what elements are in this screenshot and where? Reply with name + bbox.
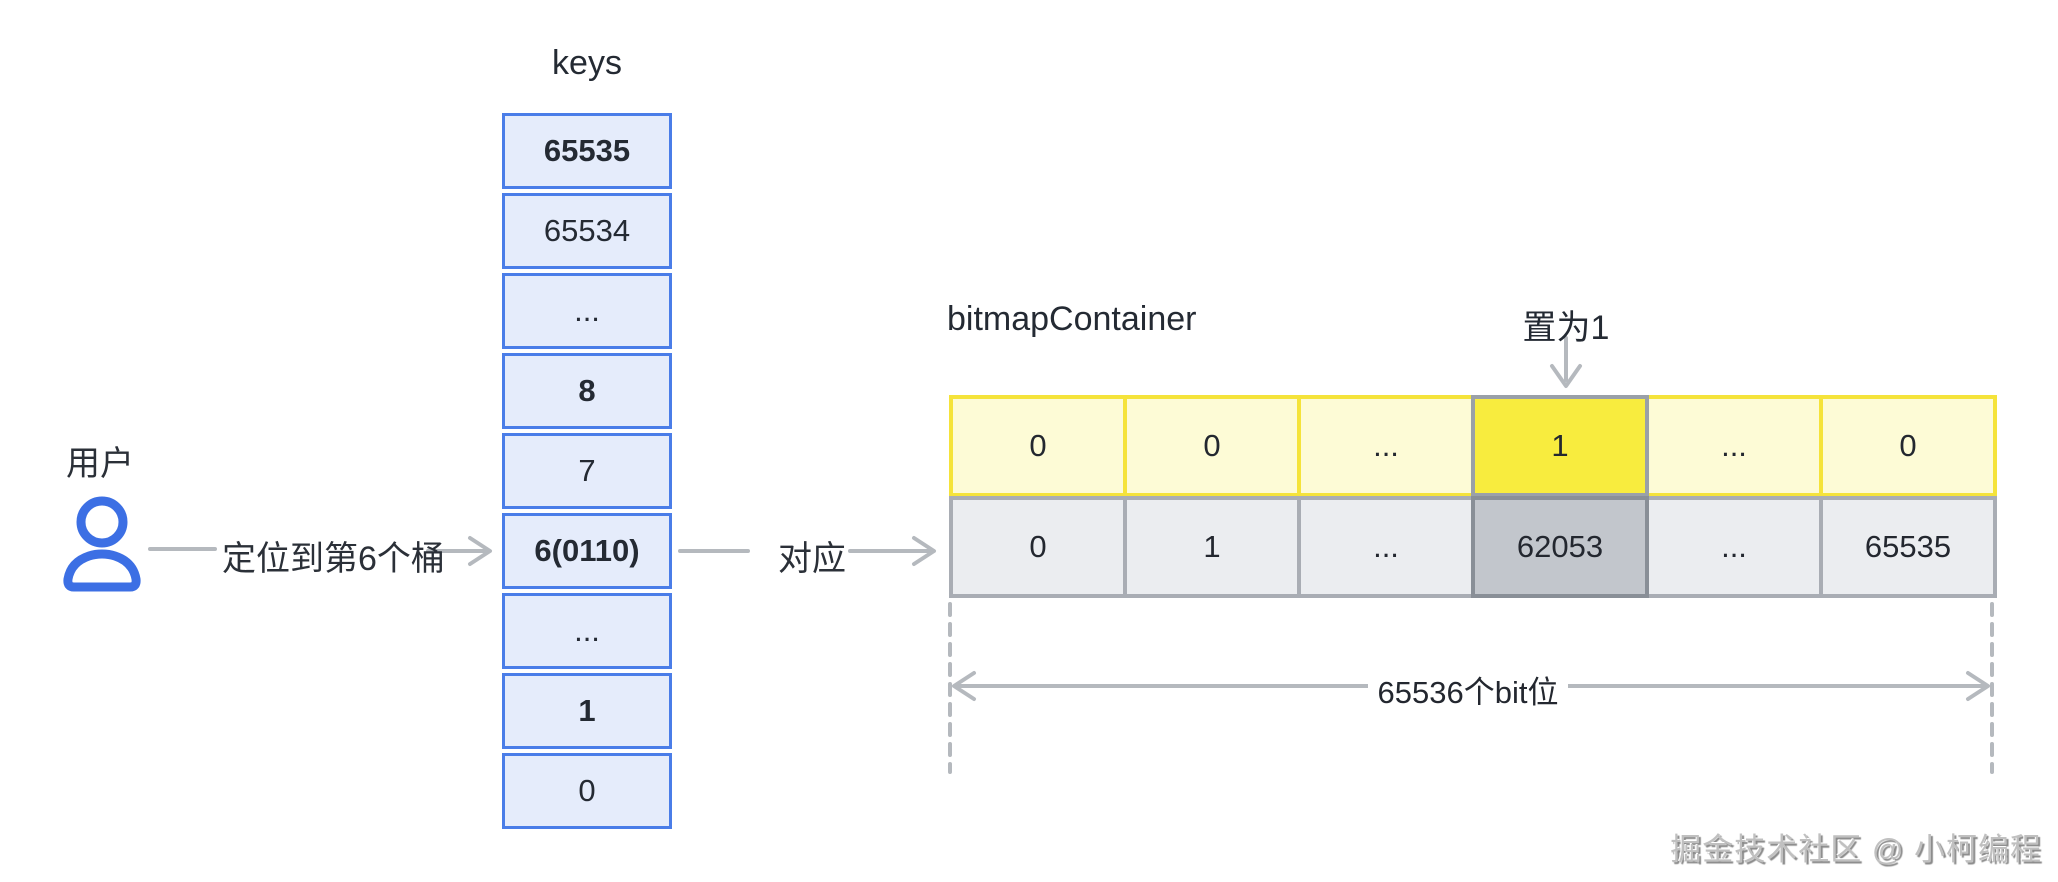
bit-width-label: 65536个bit位 <box>1368 667 1568 712</box>
bit-value-row: 0 0 ... 1 ... 0 <box>949 395 1997 497</box>
keys-cell: 65535 <box>502 113 672 189</box>
bit-index-row: 0 1 ... 62053 ... 65535 <box>949 496 1997 598</box>
keys-cell: 1 <box>502 673 672 749</box>
index-cell-ellipsis: ... <box>1645 496 1823 598</box>
bit-cell: 0 <box>1819 395 1997 497</box>
index-cell: 1 <box>1123 496 1301 598</box>
bit-cell-ellipsis: ... <box>1645 395 1823 497</box>
user-label: 用户 <box>66 445 134 483</box>
set-to-1-label: 置为1 <box>1522 309 1610 347</box>
user-icon-head <box>76 496 128 548</box>
keys-cell: 0 <box>502 753 672 829</box>
keys-cell-ellipsis: ... <box>502 273 672 349</box>
user-icon <box>63 496 141 592</box>
dimension-head-right <box>1966 671 1990 701</box>
watermark: 掘金技术社区 @ 小柯编程 <box>1670 832 2042 867</box>
map-label: 对应 <box>778 540 846 578</box>
user-icon-body <box>63 549 141 592</box>
keys-cell: 7 <box>502 433 672 509</box>
bit-cell-highlighted: 1 <box>1471 395 1649 497</box>
keys-cell: 8 <box>502 353 672 429</box>
bit-cell: 0 <box>949 395 1127 497</box>
map-arrow-head <box>912 536 936 566</box>
bitmap-container-title: bitmapContainer <box>947 300 1197 338</box>
locate-bucket-label: 定位到第6个桶 <box>222 540 445 578</box>
keys-cell-selected-bucket: 6(0110) <box>502 513 672 589</box>
index-cell: 65535 <box>1819 496 1997 598</box>
index-cell-ellipsis: ... <box>1297 496 1475 598</box>
set1-arrow-head <box>1550 364 1582 388</box>
keys-column: 65535 65534 ... 8 7 6(0110) ... 1 0 <box>502 113 672 833</box>
keys-cell-ellipsis: ... <box>502 593 672 669</box>
index-cell: 0 <box>949 496 1127 598</box>
locate-arrow-head <box>468 536 492 566</box>
keys-cell: 65534 <box>502 193 672 269</box>
bit-cell: 0 <box>1123 395 1301 497</box>
bitmap-table: 0 0 ... 1 ... 0 0 1 ... 62053 ... 65535 <box>949 395 1997 598</box>
keys-title: keys <box>552 44 622 82</box>
bit-cell-ellipsis: ... <box>1297 395 1475 497</box>
dimension-head-left <box>952 671 976 701</box>
index-cell-highlighted: 62053 <box>1471 496 1649 598</box>
